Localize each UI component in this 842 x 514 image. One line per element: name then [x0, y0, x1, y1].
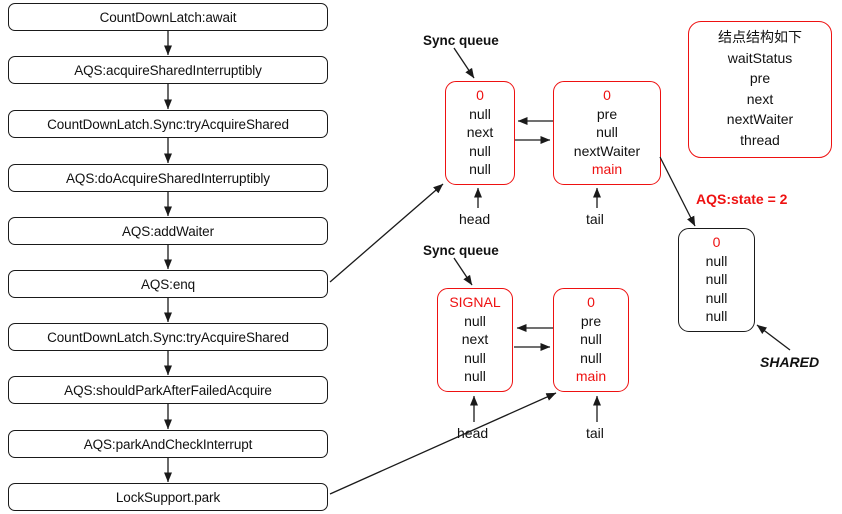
arrow-park-to-queue2: [329, 392, 557, 495]
queue-2-tail-nextwaiter: null: [580, 349, 602, 366]
node-structure-legend: 结点结构如下 waitStatus pre next nextWaiter th…: [688, 21, 832, 158]
queue-1-head-pre: null: [469, 105, 491, 122]
sync-queue-2-title: Sync queue: [423, 243, 499, 258]
queue-2-tail-node[interactable]: 0 pre null null main: [553, 288, 629, 392]
queue-2-head-node[interactable]: SIGNAL null next null null: [437, 288, 513, 392]
queue-1-head-label: head: [459, 211, 491, 227]
flow-step-6[interactable]: AQS:enq: [8, 270, 328, 298]
legend-field-thread: thread: [740, 131, 780, 148]
flow-step-2[interactable]: AQS:acquireSharedInterruptibly: [8, 56, 328, 84]
queue-1-head-thread: null: [469, 161, 491, 177]
queue-1-head-node[interactable]: 0 null next null null: [445, 81, 515, 185]
shared-node-next: null: [705, 271, 728, 287]
queue-2-head-waitstatus: SIGNAL: [449, 294, 501, 310]
queue-2-tail-pre: pre: [580, 312, 602, 329]
shared-node[interactable]: 0 null null null null: [678, 228, 755, 332]
flow-step-1[interactable]: CountDownLatch:await: [8, 3, 328, 31]
queue-1-tail-node[interactable]: 0 pre null nextWaiter main: [553, 81, 661, 185]
shared-node-pre: null: [705, 252, 728, 269]
queue-1-head-next: next: [466, 124, 494, 140]
shared-node-thread: null: [705, 308, 728, 324]
legend-field-waitstatus: waitStatus: [727, 49, 793, 66]
queue-2-tail-label: tail: [586, 425, 604, 441]
queue-2-head-pre: null: [464, 312, 486, 329]
shared-node-nextwaiter: null: [705, 289, 728, 306]
queue-2-tail-waitstatus: 0: [587, 294, 595, 310]
shared-label: SHARED: [760, 354, 820, 370]
queue-2-tail-next: null: [580, 331, 602, 347]
queue-1-head-waitstatus: 0: [476, 87, 484, 103]
queue-1-tail-nextwaiter: nextWaiter: [573, 142, 641, 159]
flow-step-5[interactable]: AQS:addWaiter: [8, 217, 328, 245]
flow-step-3[interactable]: CountDownLatch.Sync:tryAcquireShared: [8, 110, 328, 138]
queue-1-tail-waitstatus: 0: [603, 87, 611, 103]
flow-step-10[interactable]: LockSupport.park: [8, 483, 328, 511]
arrow-nextwaiter-to-shared: [659, 156, 696, 227]
arrow-syncqueue2-title: [453, 257, 473, 286]
legend-heading: 结点结构如下: [718, 29, 802, 45]
queue-1-head-nextwaiter: null: [469, 142, 491, 159]
legend-field-pre: pre: [749, 70, 771, 86]
arrow-enq-to-queue1: [329, 183, 444, 283]
queue-1-tail-thread: main: [591, 161, 623, 177]
queue-2-head-label: head: [457, 425, 489, 441]
queue-1-tail-label: tail: [586, 211, 604, 227]
queue-2-head-thread: null: [464, 368, 486, 384]
legend-field-next: next: [746, 90, 774, 107]
aqs-state-label: AQS:state = 2: [696, 191, 788, 207]
flow-step-4[interactable]: AQS:doAcquireSharedInterruptibly: [8, 164, 328, 192]
flow-step-9[interactable]: AQS:parkAndCheckInterrupt: [8, 430, 328, 458]
queue-2-head-nextwaiter: null: [464, 349, 486, 366]
arrow-shared-label-to-node: [756, 324, 791, 351]
queue-1-tail-next: null: [596, 124, 618, 140]
shared-node-waitstatus: 0: [712, 234, 721, 250]
legend-field-nextwaiter: nextWaiter: [726, 111, 794, 127]
queue-2-head-next: next: [461, 331, 489, 347]
flow-step-7[interactable]: CountDownLatch.Sync:tryAcquireShared: [8, 323, 328, 351]
arrow-syncqueue1-title: [453, 47, 475, 79]
queue-2-tail-thread: main: [575, 368, 607, 384]
sync-queue-1-title: Sync queue: [423, 33, 499, 48]
queue-1-tail-pre: pre: [596, 105, 618, 122]
flow-step-8[interactable]: AQS:shouldParkAfterFailedAcquire: [8, 376, 328, 404]
